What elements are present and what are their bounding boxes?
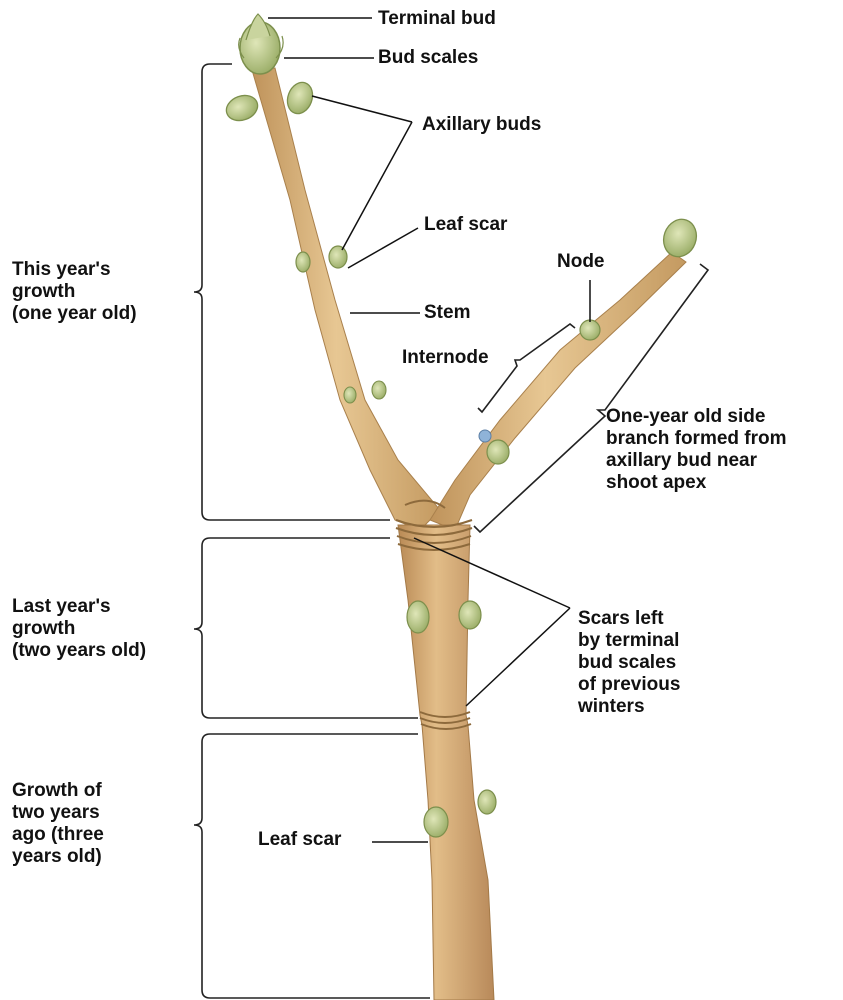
scars-line-5: winters [578,696,680,718]
terminal-bud [239,14,283,74]
label-stem: Stem [424,302,470,324]
label-this-year: This year's growth (one year old) [12,259,137,325]
scars-line-4: of previous [578,674,680,696]
scars-line-2: by terminal [578,630,680,652]
axillary-bud-right [283,79,316,117]
label-node: Node [557,251,605,273]
label-scars-left: Scars left by terminal bud scales of pre… [578,608,680,718]
two-years-line-2: two years [12,802,104,824]
this-year-line-1: This year's [12,259,137,281]
label-two-years-ago: Growth of two years ago (three years old… [12,780,104,868]
scars-line-3: bud scales [578,652,680,674]
label-internode: Internode [402,347,489,369]
this-year-line-2: growth [12,281,137,303]
last-year-line-1: Last year's [12,596,146,618]
bracket-last-year [194,538,418,718]
this-year-line-3: (one year old) [12,303,137,325]
axillary-bud-left [223,91,261,124]
side-branch-line-2: branch formed from [606,428,787,450]
scars-line-1: Scars left [578,608,680,630]
last-year-line-3: (two years old) [12,640,146,662]
side-branch-line-3: axillary bud near [606,450,787,472]
two-years-line-1: Growth of [12,780,104,802]
label-bud-scales: Bud scales [378,47,478,69]
label-last-year: Last year's growth (two years old) [12,596,146,662]
label-axillary-buds: Axillary buds [422,114,541,136]
bracket-this-year [194,64,390,520]
label-side-branch: One-year old side branch formed from axi… [606,406,787,494]
side-branch-line-1: One-year old side [606,406,787,428]
node-bud [580,320,600,340]
label-leaf-scar-top: Leaf scar [424,214,507,236]
last-year-line-2: growth [12,618,146,640]
side-branch-terminal-bud [658,215,701,262]
bracket-two-years-ago [194,734,430,998]
two-years-line-4: years old) [12,846,104,868]
two-years-line-3: ago (three [12,824,104,846]
label-leaf-scar-bottom: Leaf scar [258,829,341,851]
side-branch-line-4: shoot apex [606,472,787,494]
main-stem-upper [252,68,440,530]
trunk [398,525,494,1000]
label-terminal-bud: Terminal bud [378,8,496,30]
